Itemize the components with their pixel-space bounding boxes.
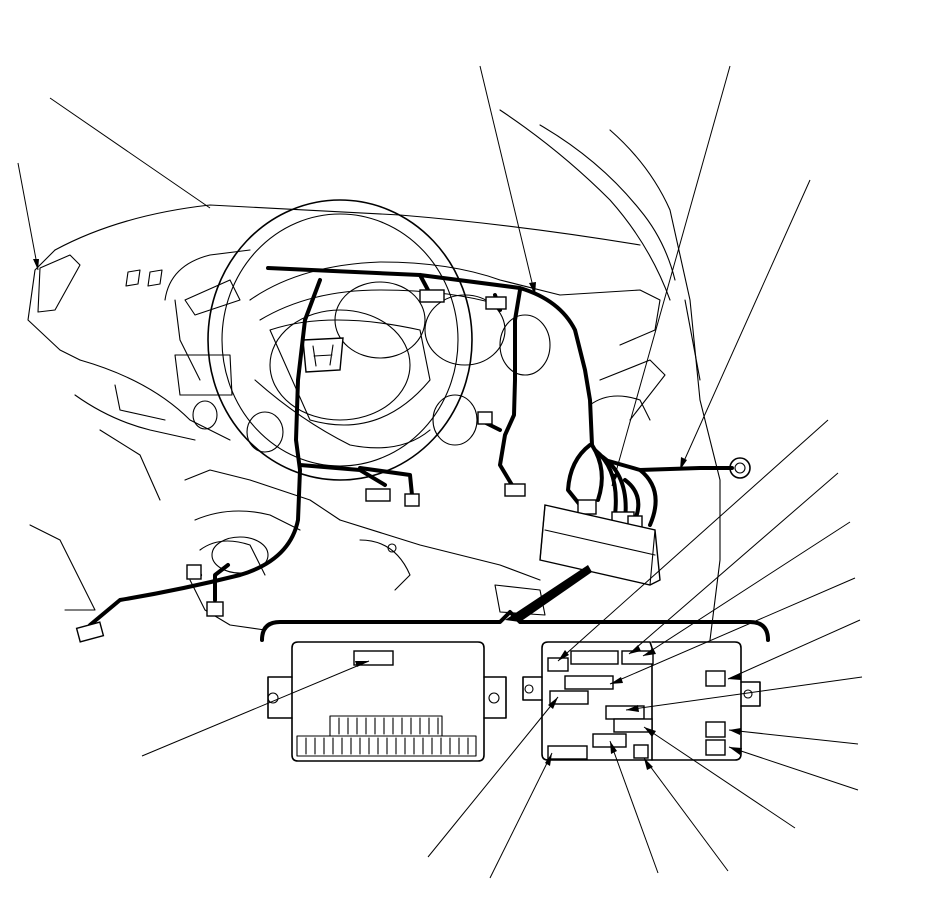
dashboard-outline [27,109,751,641]
steering-wheel [207,199,473,481]
fuse-box-face-left [267,641,507,762]
harness-connectors [75,289,643,643]
honda-logo [302,337,344,373]
connector-pin-row-upper [329,715,443,737]
leader-lines [17,65,863,879]
detail-brace [260,565,770,642]
leader-arrowheads [33,259,742,770]
fuse-box-face-right [522,641,761,761]
connector-pin-row-lower [296,735,477,757]
main-wire-harness [88,266,734,627]
under-dash-fuse-box [539,504,661,586]
